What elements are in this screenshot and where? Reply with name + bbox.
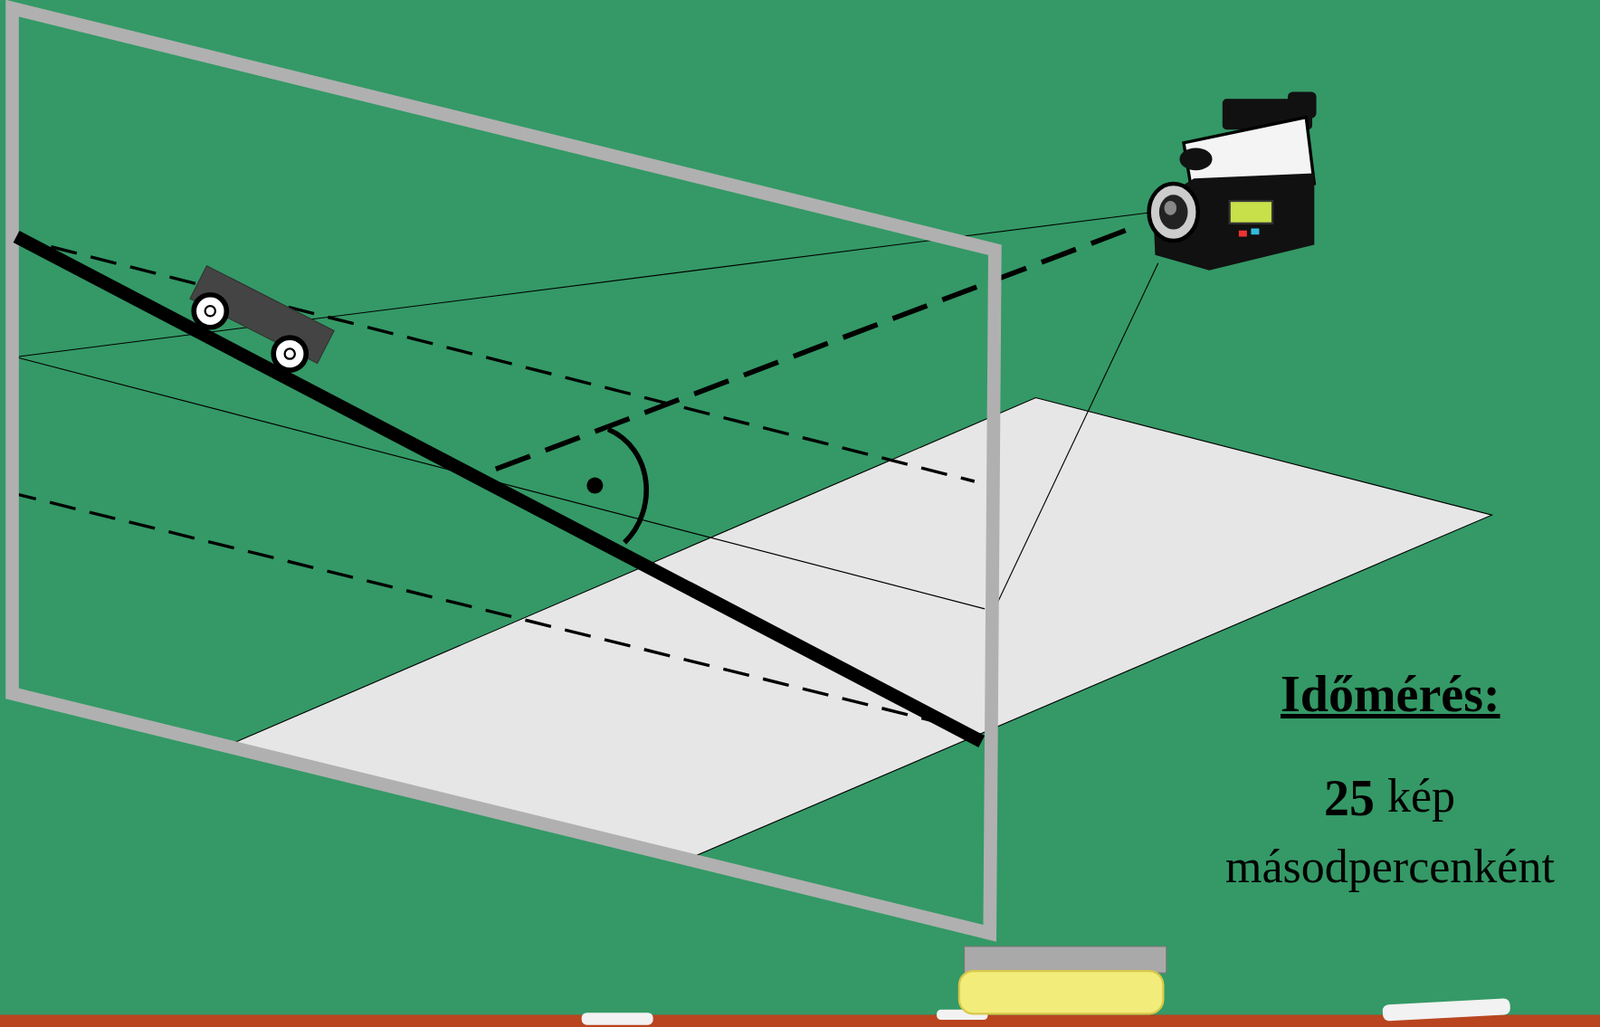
chalk (1381, 998, 1511, 1021)
wheel (193, 295, 306, 371)
inclined-track (16, 236, 982, 742)
video-camera (1149, 91, 1317, 270)
unit-text: kép (1387, 769, 1456, 823)
chalk-ledge (0, 1014, 1600, 1027)
chalk (581, 1012, 654, 1026)
dashed-line (9, 492, 954, 726)
frame (12, 8, 996, 934)
frame-rate-number: 25 (1323, 769, 1375, 828)
right-angle-dot (586, 476, 603, 494)
right-angle-arc (608, 429, 647, 543)
cart (190, 266, 334, 364)
unit-text: másodpercenként (1225, 839, 1555, 894)
sight-line (15, 211, 1153, 357)
sponge-base (964, 946, 1167, 973)
sight-line (998, 263, 1159, 602)
camera-axis (479, 230, 1126, 477)
heading: Időmérés: (1280, 665, 1501, 724)
sponge (959, 971, 1164, 1014)
dashed-line (50, 247, 974, 482)
